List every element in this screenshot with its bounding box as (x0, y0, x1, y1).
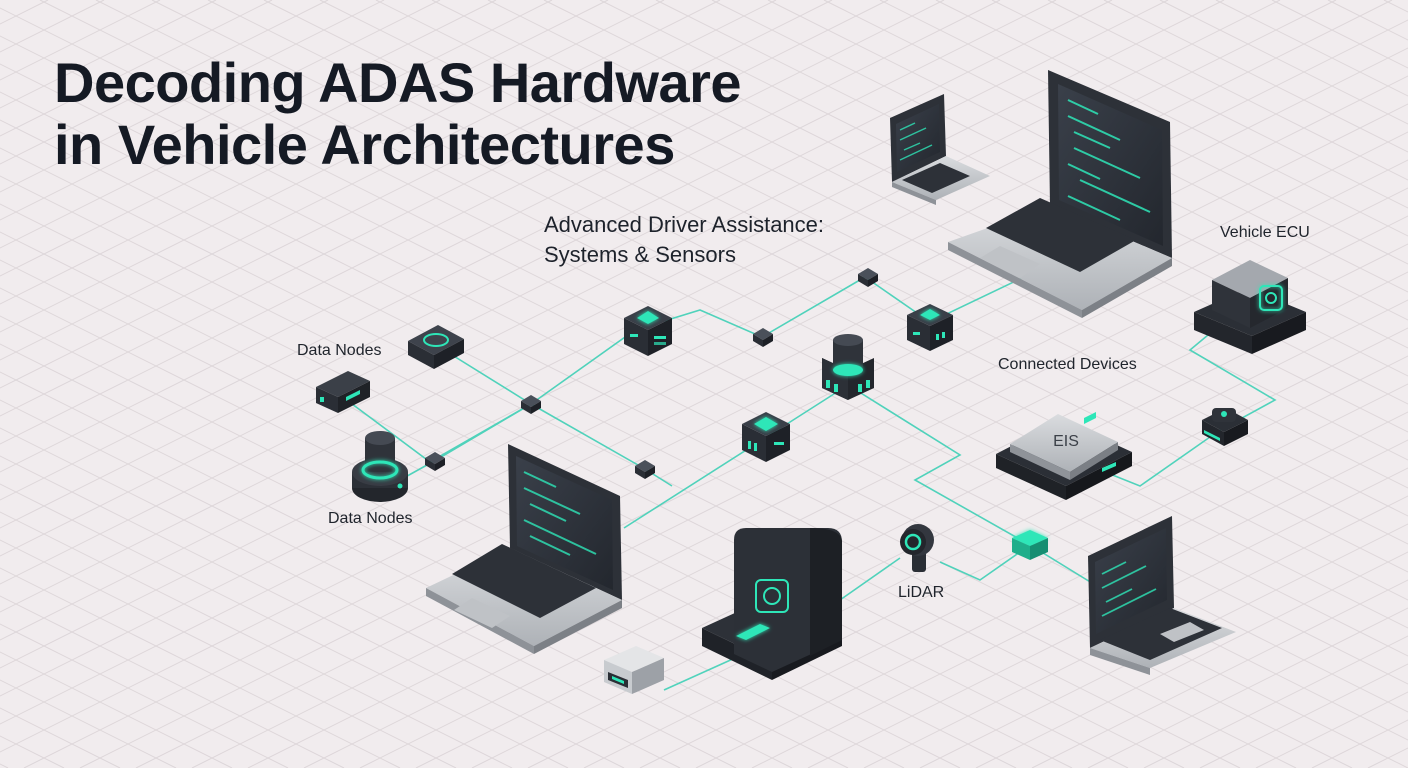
sensor-cube-icon (1012, 530, 1048, 560)
label-lidar: LiDAR (898, 584, 945, 601)
connection-line (663, 657, 736, 691)
ecu-module-icon: EIS (996, 412, 1132, 500)
junction-node-icon (858, 268, 878, 287)
subtitle-line-2: Systems & Sensors (544, 242, 736, 267)
ecu-module-icon (1194, 260, 1306, 354)
section-subtitle: Advanced Driver Assistance: Systems & Se… (544, 210, 824, 270)
junction-node-icon (635, 460, 655, 479)
laptop-icon (1088, 516, 1236, 675)
label-data-nodes-bottom: Data Nodes (328, 510, 413, 527)
camera-sensor-icon (900, 524, 934, 572)
connection-line (839, 557, 901, 601)
junction-node-icon (425, 452, 445, 471)
connection-line (435, 344, 673, 487)
lidar-sensor-icon (352, 431, 408, 502)
label-data-nodes-top: Data Nodes (297, 342, 382, 359)
label-connected-devices: Connected Devices (998, 356, 1137, 373)
subtitle-line-1: Advanced Driver Assistance: (544, 212, 825, 237)
sensor-cube-icon (907, 304, 953, 351)
usb-module-icon (1202, 408, 1248, 446)
connection-line (1099, 324, 1277, 487)
laptop-icon (948, 70, 1172, 318)
lidar-sensor-icon (822, 334, 874, 400)
page-title: Decoding ADAS Hardware in Vehicle Archit… (54, 51, 742, 176)
server-box-icon (702, 528, 842, 680)
connection-line (939, 544, 1031, 581)
title-line-1: Decoding ADAS Hardware (54, 51, 742, 114)
connection-line (847, 384, 1101, 589)
sensor-cube-icon (624, 306, 672, 356)
ecu-chip-text: EIS (1053, 433, 1079, 450)
connection-line (623, 384, 849, 529)
title-line-2: in Vehicle Architectures (54, 113, 675, 176)
sensor-cube-icon (742, 412, 790, 462)
usb-module-icon (604, 646, 664, 694)
junction-node-icon (521, 395, 541, 414)
laptop-icon (426, 444, 622, 654)
server-box-icon (408, 325, 464, 369)
usb-module-icon (316, 371, 370, 413)
label-vehicle-ecu: Vehicle ECU (1220, 224, 1310, 241)
laptop-icon (890, 94, 990, 205)
junction-node-icon (753, 328, 773, 347)
connection-line (339, 276, 1023, 463)
